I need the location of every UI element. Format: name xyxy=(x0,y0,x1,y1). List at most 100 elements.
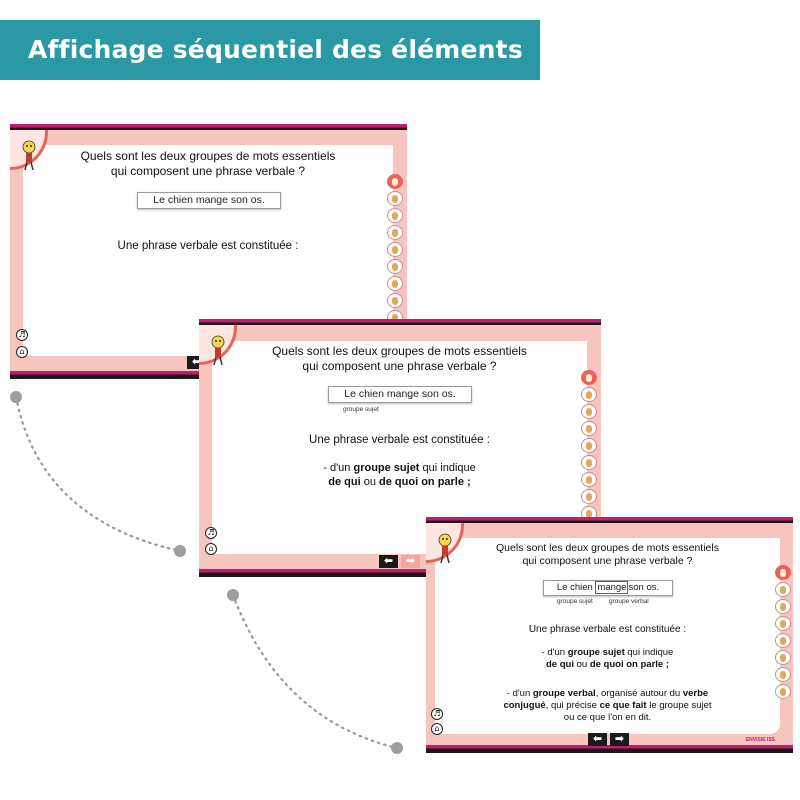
previous-button[interactable]: ⬅ xyxy=(379,555,398,568)
step-tab[interactable] xyxy=(775,650,791,665)
bulb-icon xyxy=(392,313,398,322)
sidebar-steps xyxy=(775,565,791,699)
step-tab[interactable] xyxy=(775,684,791,699)
sidebar-steps xyxy=(387,174,403,325)
example-sentence-box[interactable]: Le chien mange son os. xyxy=(328,386,472,403)
question-line-1: Quels sont les deux groupes de mots esse… xyxy=(272,344,527,358)
step-tab[interactable] xyxy=(387,225,403,240)
step-tab[interactable] xyxy=(581,472,597,487)
step-tab[interactable] xyxy=(775,667,791,682)
credit-text: ENVISIE ISS xyxy=(745,737,775,743)
bulb-icon xyxy=(392,245,398,254)
bulb-icon xyxy=(392,228,398,237)
step-tab[interactable] xyxy=(387,293,403,308)
bulb-icon xyxy=(586,424,592,433)
sidebar-steps xyxy=(581,370,597,521)
bulb-icon xyxy=(780,653,786,662)
intro-text: Une phrase verbale est constituée : xyxy=(309,434,490,446)
question-line-2: qui composent une phrase verbale ? xyxy=(110,164,306,178)
bulb-icon xyxy=(586,475,592,484)
bulb-icon xyxy=(392,211,398,220)
top-bar xyxy=(10,124,407,130)
mascot-icon xyxy=(22,140,36,171)
mascot-icon xyxy=(211,335,225,366)
bottom-bar xyxy=(426,745,793,753)
content-panel: Quels sont les deux groupes de mots esse… xyxy=(435,538,780,734)
bulb-icon xyxy=(586,441,592,450)
speaker-icon[interactable]: ♬ xyxy=(16,329,28,341)
point-subject-group: - d'un groupe sujet qui indique de qui o… xyxy=(541,647,674,671)
mascot-corner[interactable] xyxy=(199,325,237,366)
step-tab[interactable] xyxy=(775,633,791,648)
bulb-icon xyxy=(780,619,786,628)
bulb-icon xyxy=(392,296,398,305)
step-tab[interactable] xyxy=(387,242,403,257)
bulb-icon xyxy=(780,687,786,696)
intro-text: Une phrase verbale est constituée : xyxy=(117,240,299,252)
step-tab[interactable] xyxy=(775,616,791,631)
bulb-icon xyxy=(780,568,786,577)
question-line-2: qui composent une phrase verbale ? xyxy=(522,555,693,568)
step-tab[interactable] xyxy=(775,599,791,614)
sentence-rest: son os. xyxy=(628,582,660,593)
subject-group-label: groupe sujet xyxy=(557,598,593,605)
intro-text: Une phrase verbale est constituée : xyxy=(528,624,687,635)
top-bar xyxy=(199,319,601,325)
step-tab[interactable] xyxy=(581,455,597,470)
bulb-icon xyxy=(392,194,398,203)
top-bar xyxy=(426,517,793,523)
bottom-bar xyxy=(199,569,601,577)
example-sentence-box[interactable]: Le chien mange son os. xyxy=(137,192,281,209)
home-icon[interactable]: ⌂ xyxy=(16,346,28,358)
banner-title: Affichage séquentiel des éléments xyxy=(0,20,540,80)
step-tab[interactable] xyxy=(387,208,403,223)
point-verbal-group: - d'un groupe verbal, organisé autour du… xyxy=(503,688,712,723)
verbal-group-label: groupe verbal xyxy=(609,598,649,605)
screen-step-3: Quels sont les deux groupes de mots esse… xyxy=(426,517,793,753)
bulb-icon xyxy=(586,492,592,501)
next-button[interactable]: ➡ xyxy=(401,555,420,568)
bulb-icon xyxy=(392,262,398,271)
step-tab[interactable] xyxy=(581,387,597,402)
step-tab[interactable] xyxy=(581,421,597,436)
bulb-icon xyxy=(586,458,592,467)
bulb-icon xyxy=(780,585,786,594)
point-subject-group: - d'un groupe sujet qui indique de qui o… xyxy=(323,462,476,489)
step-tab[interactable] xyxy=(387,191,403,206)
step-tab[interactable] xyxy=(775,565,791,580)
bulb-icon xyxy=(392,279,398,288)
question-text: Quels sont les deux groupes de mots esse… xyxy=(23,149,393,179)
bulb-icon xyxy=(780,636,786,645)
bulb-icon xyxy=(586,373,592,382)
question-line-1: Quels sont les deux groupes de mots esse… xyxy=(80,149,336,163)
question-text: Quels sont les deux groupes de mots esse… xyxy=(435,542,780,568)
home-icon[interactable]: ⌂ xyxy=(205,543,217,555)
previous-button[interactable]: ⬅ xyxy=(588,733,607,746)
sentence-verb-highlight: mange xyxy=(595,581,629,594)
bulb-icon xyxy=(780,602,786,611)
question-line-2: qui composent une phrase verbale ? xyxy=(302,359,497,373)
step-tab[interactable] xyxy=(387,174,403,189)
home-icon[interactable]: ⌂ xyxy=(431,723,443,735)
subject-group-label: groupe sujet xyxy=(343,406,379,413)
bulb-icon xyxy=(392,177,398,186)
bulb-icon xyxy=(586,390,592,399)
question-text: Quels sont les deux groupes de mots esse… xyxy=(212,344,587,374)
next-button[interactable]: ➡ xyxy=(610,733,629,746)
question-line-1: Quels sont les deux groupes de mots esse… xyxy=(496,542,719,554)
step-tab[interactable] xyxy=(387,259,403,274)
bulb-icon xyxy=(586,407,592,416)
step-tab[interactable] xyxy=(387,276,403,291)
step-tab[interactable] xyxy=(581,370,597,385)
step-tab[interactable] xyxy=(581,404,597,419)
bulb-icon xyxy=(586,509,592,518)
speaker-icon[interactable]: ♬ xyxy=(431,708,443,720)
step-tab[interactable] xyxy=(581,438,597,453)
step-tab[interactable] xyxy=(581,489,597,504)
mascot-icon xyxy=(438,533,452,564)
speaker-icon[interactable]: ♬ xyxy=(205,527,217,539)
step-tab[interactable] xyxy=(775,582,791,597)
bulb-icon xyxy=(780,670,786,679)
